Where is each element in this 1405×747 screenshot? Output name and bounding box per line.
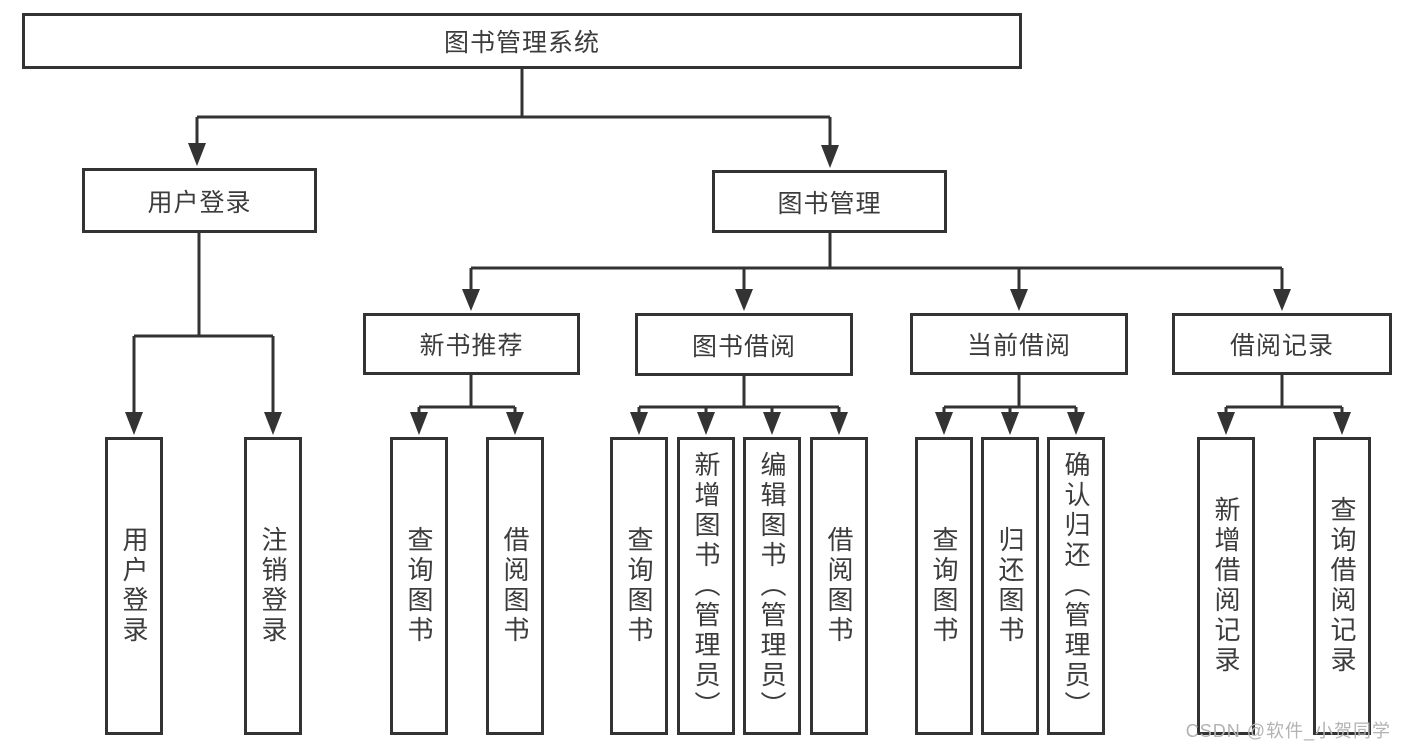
leaf-user-login: 用户登录 (105, 437, 163, 735)
leaf-return-books: 归还图书 (981, 437, 1039, 735)
leaf-logout: 注销登录 (244, 437, 302, 735)
leaf-query-books-borrowing: 查询图书 (610, 437, 668, 735)
node-new-book-recommend: 新书推荐 (363, 313, 580, 375)
leaf-borrow-books-recommend: 借阅图书 (486, 437, 544, 735)
leaf-confirm-return-admin: 确认归还（管理员） (1047, 437, 1105, 735)
leaf-add-borrow-record: 新增借阅记录 (1197, 437, 1255, 735)
leaf-query-books-current: 查询图书 (915, 437, 973, 735)
watermark: CSDN @软件_小贺同学 (1185, 721, 1391, 741)
leaf-query-books-recommend: 查询图书 (390, 437, 448, 735)
node-borrowing-records: 借阅记录 (1172, 313, 1392, 375)
node-library-management-system: 图书管理系统 (22, 13, 1022, 69)
node-book-borrowing: 图书借阅 (635, 313, 853, 376)
arrowheads (125, 143, 1351, 435)
node-current-borrowing: 当前借阅 (910, 313, 1128, 375)
leaf-borrow-books: 借阅图书 (810, 437, 868, 735)
leaf-query-borrow-record: 查询借阅记录 (1313, 437, 1371, 735)
leaf-add-books-admin: 新增图书（管理员） (677, 437, 735, 735)
node-user-login: 用户登录 (82, 168, 317, 233)
leaf-edit-books-admin: 编辑图书（管理员） (743, 437, 801, 735)
node-book-management: 图书管理 (712, 170, 947, 233)
